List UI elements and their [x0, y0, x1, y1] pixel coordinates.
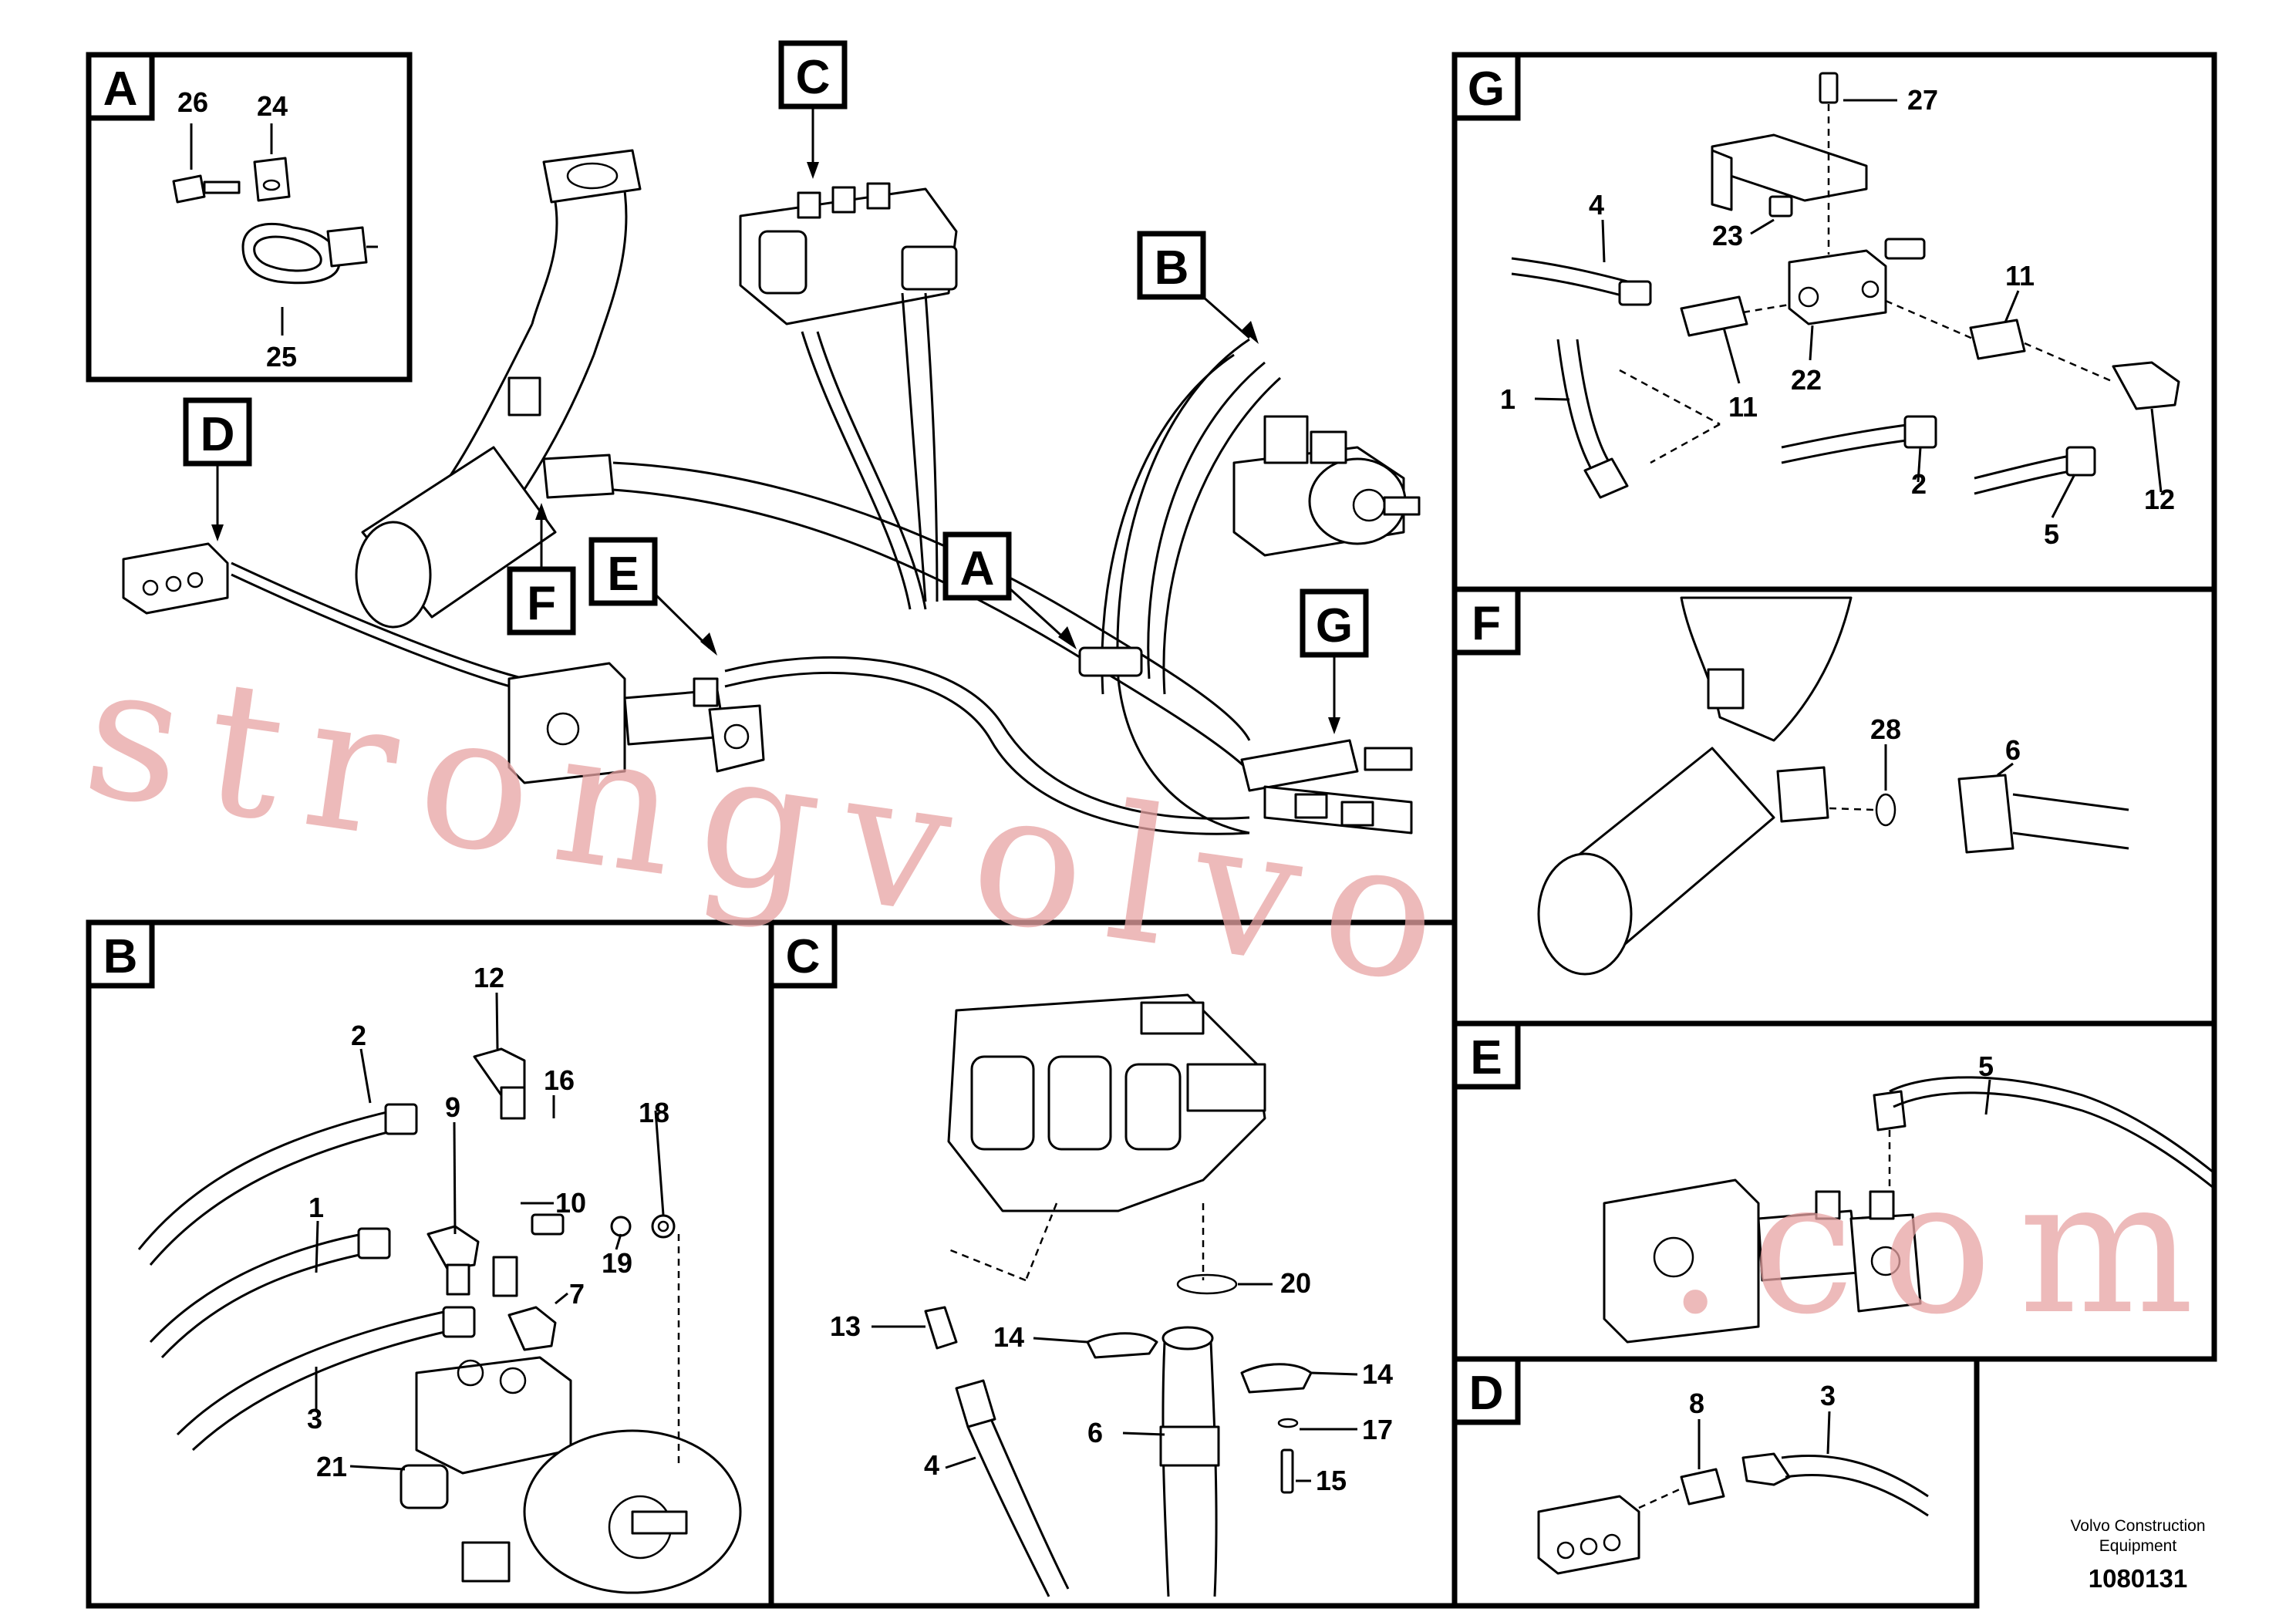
item-4g-label: 4 [1589, 189, 1604, 221]
main-overview-assembly [122, 149, 1421, 835]
item-24-label: 24 [257, 90, 288, 122]
tag-f-label: F [527, 577, 556, 630]
panel-b-tag: B [103, 930, 138, 983]
item-27-label: 27 [1907, 84, 1938, 116]
item-11g-b-label: 11 [2005, 260, 2035, 292]
item-22-label: 22 [1791, 364, 1822, 396]
item-5g-label: 5 [2044, 518, 2059, 550]
main-hoses [231, 338, 1282, 835]
detail-panel-b: B [86, 919, 774, 1609]
panel-e-tag: E [1470, 1031, 1502, 1084]
item-2g-label: 2 [1911, 468, 1927, 500]
tag-c-box [778, 40, 848, 110]
item-21-label: 21 [316, 1451, 347, 1482]
callout-b-main: B [1137, 231, 1259, 344]
tag-a-label: A [960, 542, 995, 595]
tag-c-label: C [796, 51, 831, 104]
item-12g-label: 12 [2144, 484, 2175, 515]
credit-line1: Volvo Construction [2070, 1517, 2205, 1535]
item-14c-b-label: 14 [1362, 1358, 1393, 1390]
tag-d-label: D [201, 408, 235, 461]
item-1g-label: 1 [1500, 383, 1515, 415]
item-10-label: 10 [555, 1187, 586, 1219]
item-17-label: 17 [1362, 1414, 1393, 1445]
item-7-label: 7 [569, 1278, 585, 1310]
document-number: 1080131 [2089, 1564, 2187, 1593]
item-28-label: 28 [1870, 713, 1901, 745]
detail-panel-a: A 26 24 25 [86, 52, 413, 383]
panel-f-tag: F [1472, 597, 1501, 650]
credit-line2: Equipment [2099, 1537, 2177, 1555]
panel-g-tag: G [1468, 62, 1505, 116]
pump-b-main [1232, 415, 1421, 557]
tag-g-label: G [1316, 599, 1353, 653]
tag-a-box [942, 531, 1012, 601]
tag-d-box [183, 397, 252, 467]
item-2b-label: 2 [351, 1020, 366, 1051]
tag-b-label: B [1155, 241, 1189, 295]
item-1b-label: 1 [308, 1192, 324, 1223]
watermark-line2: .com [1666, 1139, 2220, 1355]
panel-a-tag: A [103, 62, 138, 116]
tag-b-box [1137, 231, 1206, 300]
pump-top-c [739, 182, 958, 610]
item-11g-a-label: 11 [1728, 391, 1758, 423]
item-20-label: 20 [1280, 1267, 1311, 1299]
item-14c-a-label: 14 [993, 1321, 1024, 1353]
item-25-label: 25 [266, 341, 297, 373]
detail-panel-c: C 13 14 4 6 [768, 919, 1458, 1609]
item-8-label: 8 [1689, 1388, 1704, 1419]
credit-block: Volvo Construction Equipment 1080131 [2070, 1517, 2205, 1593]
tag-g-box [1300, 588, 1369, 658]
callout-g-main: G [1300, 588, 1369, 734]
panel-d-tag: D [1469, 1367, 1504, 1420]
detail-panel-d: D 8 3 [1451, 1356, 1980, 1609]
tag-e-label: E [607, 548, 639, 601]
item-13-label: 13 [830, 1310, 861, 1342]
bracket-g-main [1240, 739, 1413, 835]
item-9-label: 9 [445, 1091, 460, 1123]
callout-f-main: F [507, 503, 576, 636]
tank-pipe [355, 149, 642, 629]
item-16-label: 16 [544, 1064, 575, 1096]
tag-f-box [507, 566, 576, 636]
detail-panel-f: F 28 6 [1451, 586, 2217, 1027]
block-d-main [122, 542, 229, 615]
item-3b-label: 3 [307, 1403, 322, 1435]
item-4c-label: 4 [924, 1449, 939, 1481]
panel-c-tag: C [786, 930, 821, 983]
item-15-label: 15 [1316, 1465, 1347, 1496]
tag-e-box [588, 537, 658, 606]
item-3d-label: 3 [1820, 1380, 1836, 1411]
callout-e-main: E [588, 537, 717, 656]
callout-a-main: A [942, 531, 1077, 649]
callout-d-main: D [183, 397, 252, 541]
item-23-label: 23 [1712, 220, 1743, 251]
item-26-label: 26 [177, 86, 208, 118]
detail-panel-g: G [1451, 52, 2217, 592]
detail-panel-e: E 5 [1451, 1020, 2217, 1362]
valve-e-main [507, 662, 765, 784]
item-18-label: 18 [639, 1097, 669, 1128]
item-19-label: 19 [602, 1247, 632, 1279]
item-5e-label: 5 [1978, 1050, 1994, 1082]
callout-c-main: C [778, 40, 848, 179]
item-6c-label: 6 [1087, 1417, 1103, 1448]
item-6f-label: 6 [2005, 734, 2021, 766]
item-12b-label: 12 [474, 962, 504, 993]
